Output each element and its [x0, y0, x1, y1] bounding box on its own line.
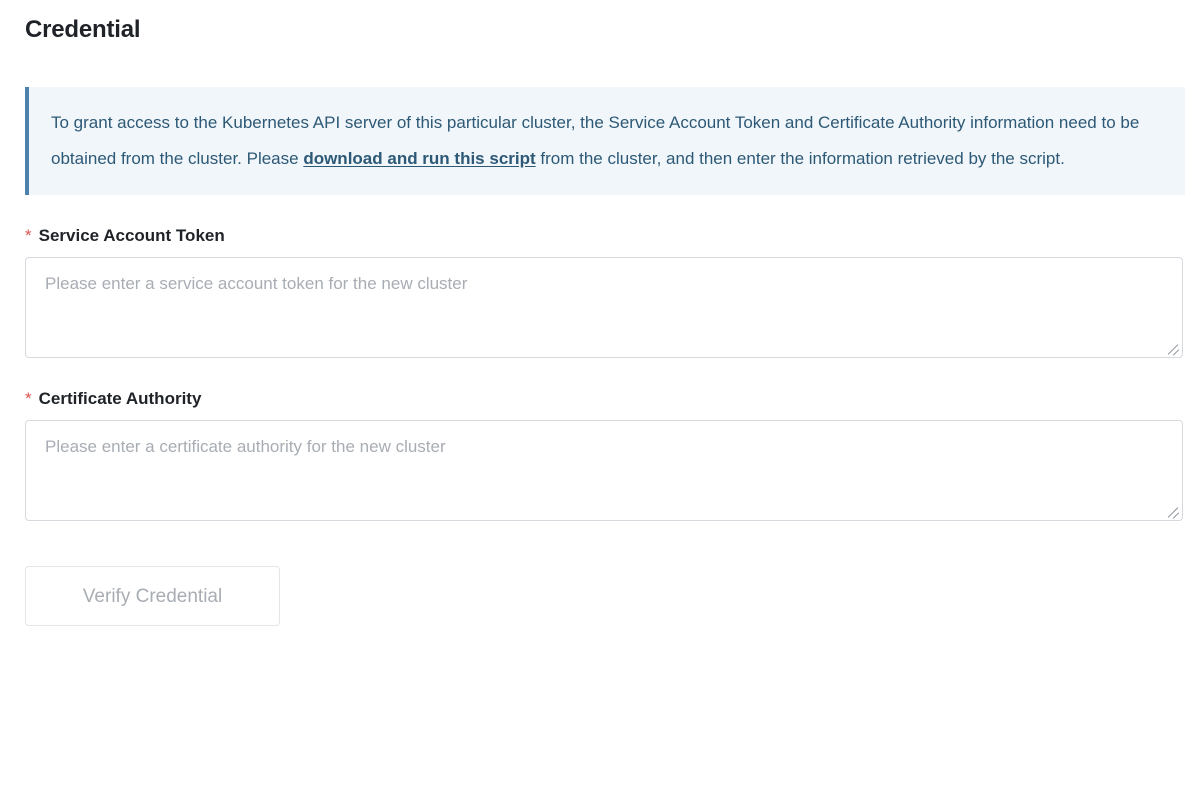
info-text-after-link: from the cluster, and then enter the inf…: [535, 149, 1065, 168]
page-title: Credential: [25, 16, 141, 43]
certificate-authority-label: * Certificate Authority: [25, 389, 1179, 409]
info-text-before-link: To grant access to the Kubernetes API se…: [51, 113, 1140, 168]
download-script-link[interactable]: download and run this script: [303, 149, 536, 168]
info-banner: To grant access to the Kubernetes API se…: [25, 87, 1185, 195]
field-certificate-authority: * Certificate Authority: [25, 389, 1183, 521]
required-asterisk-icon: *: [25, 389, 32, 408]
info-banner-text: To grant access to the Kubernetes API se…: [51, 105, 1161, 177]
field-service-account-token: * Service Account Token: [25, 226, 1183, 358]
certificate-authority-input-wrap: [25, 420, 1183, 521]
certificate-authority-input[interactable]: [25, 420, 1183, 521]
verify-credential-button[interactable]: Verify Credential: [25, 566, 280, 626]
service-account-token-label-text: Service Account Token: [38, 226, 225, 245]
service-account-token-input-wrap: [25, 257, 1183, 358]
service-account-token-label: * Service Account Token: [25, 226, 1179, 246]
service-account-token-input[interactable]: [25, 257, 1183, 358]
required-asterisk-icon: *: [25, 226, 32, 245]
certificate-authority-label-text: Certificate Authority: [38, 389, 202, 408]
action-row: Verify Credential: [25, 566, 1179, 626]
